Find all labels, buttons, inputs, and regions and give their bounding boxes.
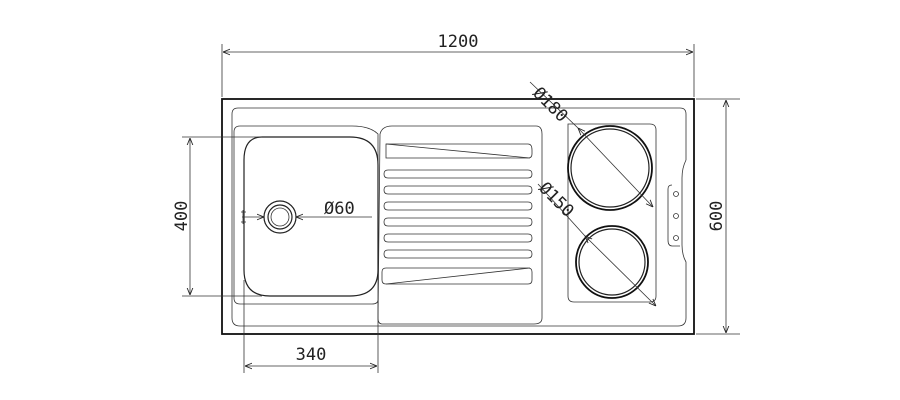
bowl-width-dimension	[243, 280, 379, 373]
large-hob-dimension	[529, 81, 653, 207]
drainboard-rib	[383, 233, 533, 243]
hob-controls	[667, 184, 680, 247]
drainboard-rib	[381, 267, 533, 285]
small-hob-dimension	[537, 183, 656, 306]
drainboard-ribs	[381, 143, 533, 285]
drainboard-rib	[383, 217, 533, 227]
bowl-width-label: 340	[296, 345, 327, 365]
drainboard-surround	[377, 125, 543, 325]
total-width-label: 1200	[438, 32, 479, 52]
drainboard-rib	[383, 185, 533, 195]
total-depth-dimension	[696, 98, 740, 335]
drainboard-rib	[385, 267, 531, 285]
drainboard-rib	[385, 143, 531, 159]
drainboard-rib	[383, 169, 533, 179]
drainboard-rib	[383, 201, 533, 211]
drain-diameter-label: Ø60	[324, 199, 355, 219]
total-width-dimension	[221, 44, 695, 97]
drainboard-rib	[383, 249, 533, 259]
sink-bowl	[243, 136, 379, 297]
inner-rim	[231, 107, 687, 327]
large-hob-plate	[567, 125, 653, 211]
total-depth-label: 600	[707, 201, 727, 232]
bowl-surround	[233, 125, 379, 305]
bowl-depth-dimension	[182, 136, 262, 297]
bowl-depth-label: 400	[172, 201, 192, 232]
drain-dimension	[241, 210, 372, 224]
